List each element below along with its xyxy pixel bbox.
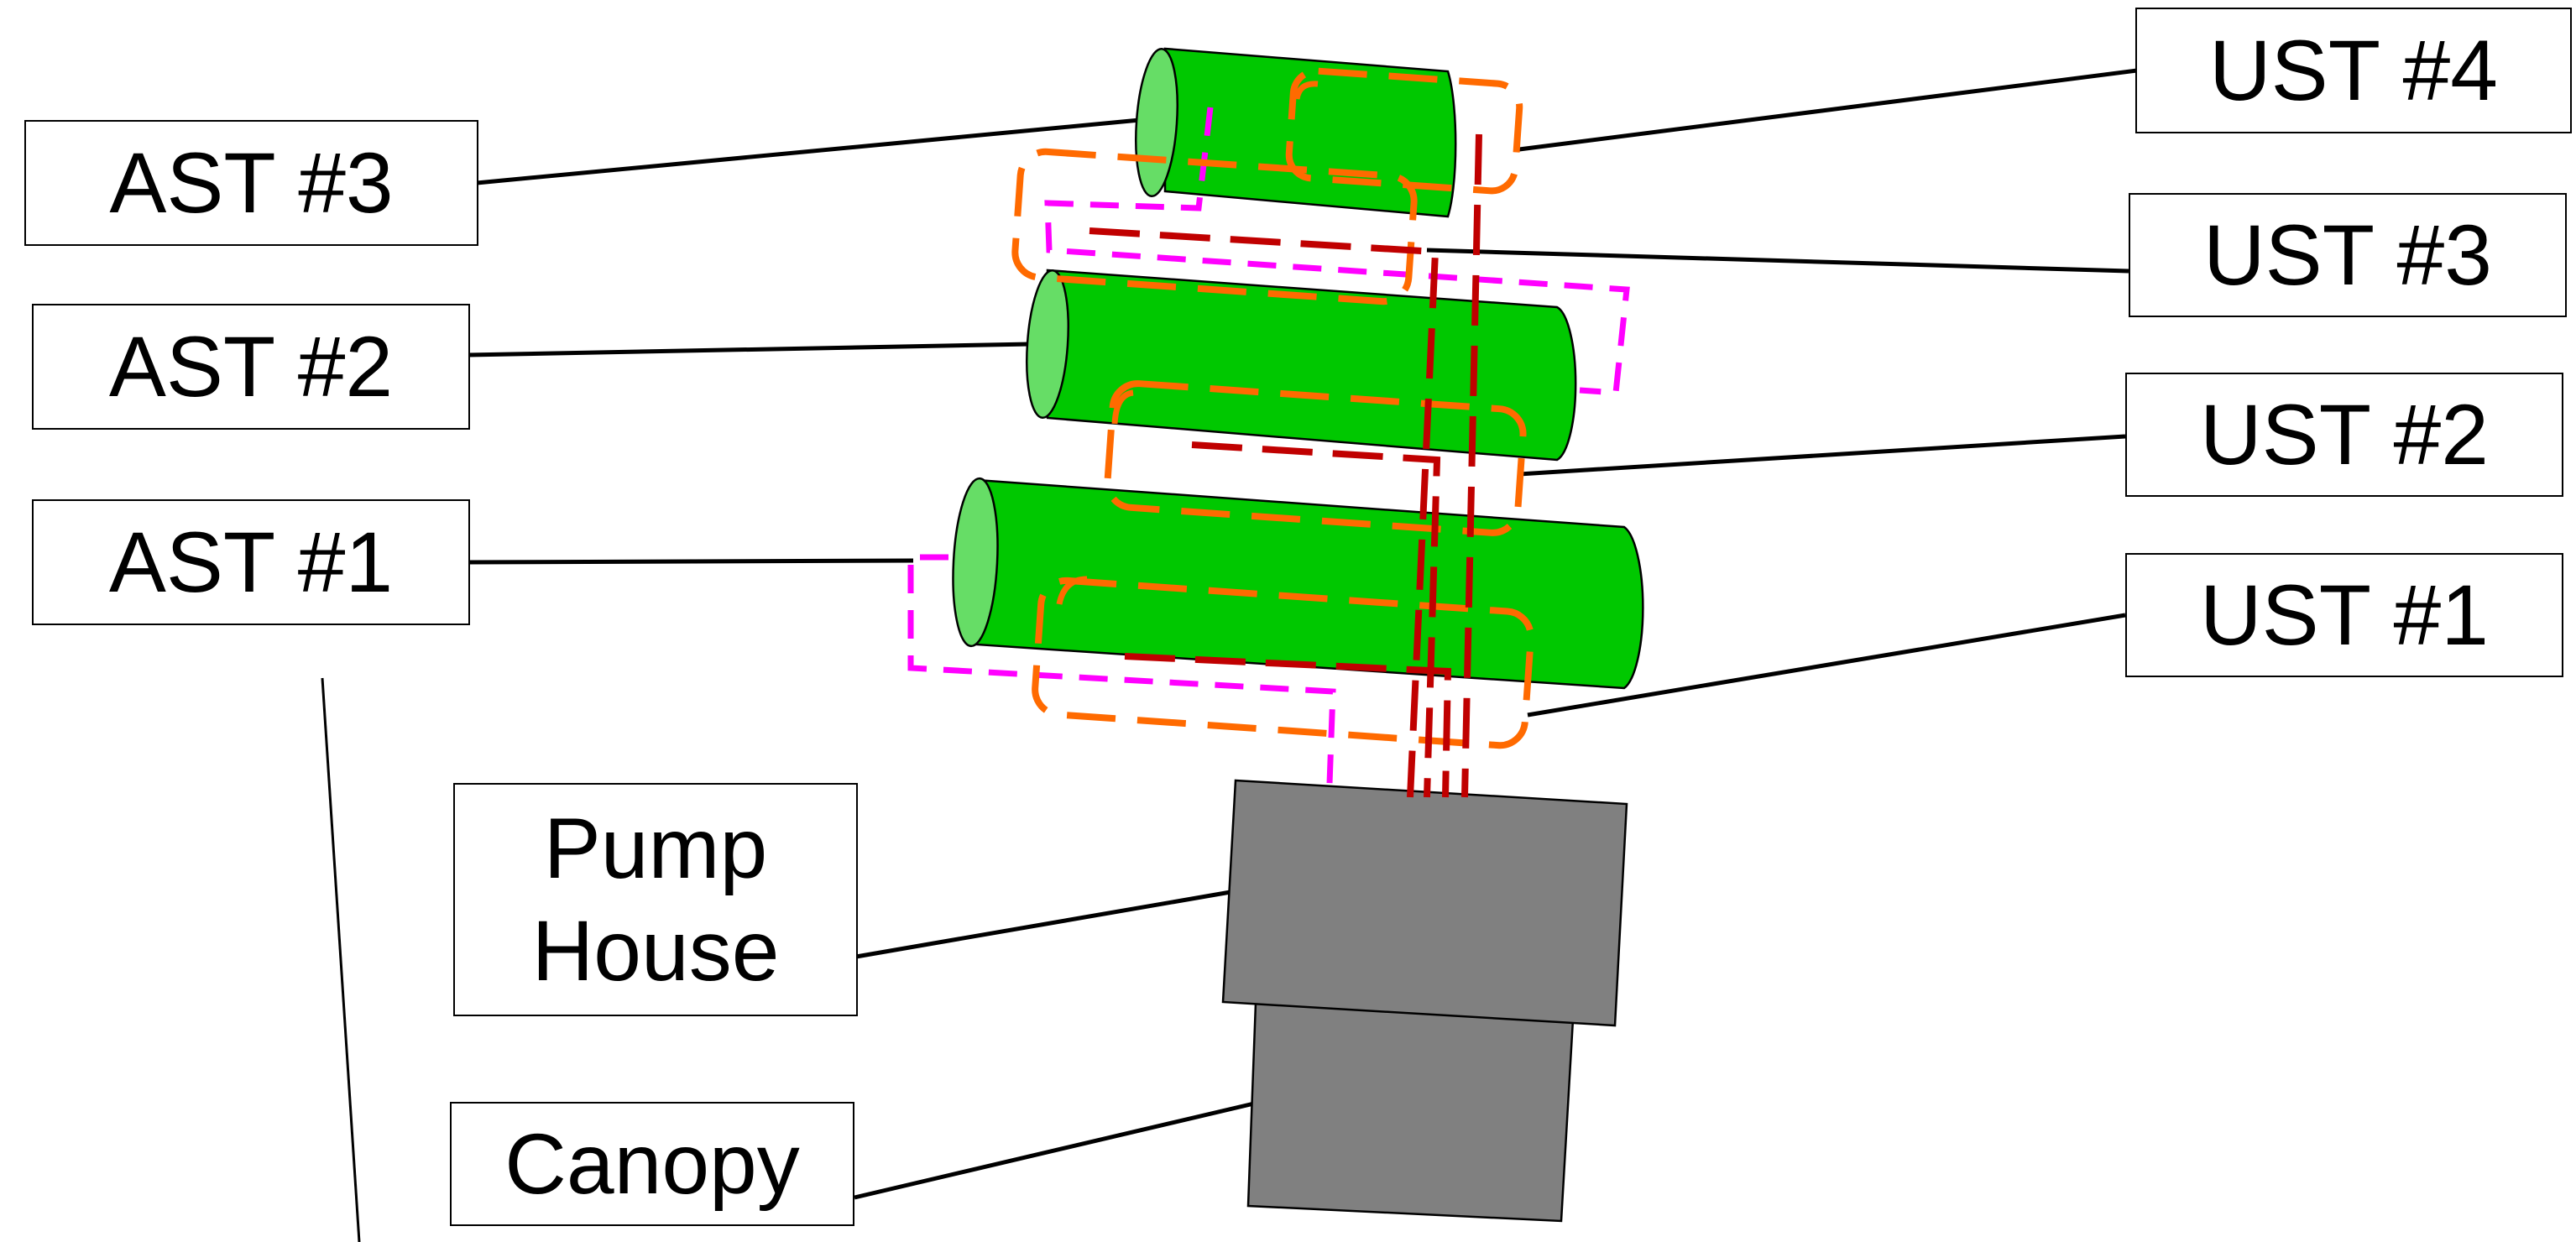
ast1-tank	[952, 477, 1644, 690]
label-ast1: AST #1	[32, 499, 470, 625]
label-ust3: UST #3	[2129, 193, 2567, 317]
red-pipe-ust4	[1461, 133, 1482, 798]
label-canopy: Canopy	[450, 1102, 854, 1226]
red-pipe-ust1	[1124, 653, 1452, 798]
magenta-pipes	[907, 107, 1630, 785]
leader-ust2	[1518, 434, 2126, 477]
leader-ust4	[1518, 68, 2138, 152]
ast2-tank-end	[1026, 269, 1069, 420]
label-ast3: AST #3	[24, 120, 478, 246]
ust1-hook	[1056, 576, 1088, 605]
pump-house-building	[1221, 779, 1628, 1027]
leader-ust1	[1527, 613, 2126, 718]
ust-hooks	[1056, 81, 1319, 605]
ast1-tank-end	[952, 477, 999, 648]
label-ust4: UST #4	[2135, 8, 2572, 133]
magenta-pipe-ast1	[907, 554, 1336, 785]
magenta-pipe-ast3	[1044, 107, 1630, 396]
ust1-outline	[1032, 577, 1534, 749]
leader-ast3	[476, 117, 1141, 185]
ust-outlines	[1011, 67, 1534, 749]
boundary-line	[321, 677, 361, 1242]
label-ust2: UST #2	[2125, 373, 2563, 497]
leader-ast2	[468, 342, 1032, 357]
leader-lines	[468, 68, 2138, 1200]
ust2-outline	[1104, 380, 1527, 536]
leader-ast1	[468, 558, 914, 565]
red-pipe-ust2	[1191, 441, 1441, 798]
leader-pump-house	[855, 890, 1231, 959]
label-ast2: AST #2	[32, 304, 470, 430]
ast2-tank	[1026, 269, 1577, 462]
ust2-hook	[1111, 389, 1134, 425]
leader-ust3	[1426, 248, 2129, 274]
leader-canopy	[854, 1101, 1255, 1200]
ust3-outline	[1011, 148, 1418, 305]
red-pipes	[1089, 133, 1482, 798]
ust4-hook	[1293, 81, 1319, 100]
ust4-outline	[1285, 67, 1523, 195]
red-pipe-ust3	[1089, 227, 1440, 798]
ast3-tank	[1135, 47, 1457, 218]
label-ust1: UST #1	[2125, 553, 2563, 677]
label-pump-house: Pump House	[453, 783, 858, 1016]
canopy-building	[1246, 1001, 1575, 1223]
